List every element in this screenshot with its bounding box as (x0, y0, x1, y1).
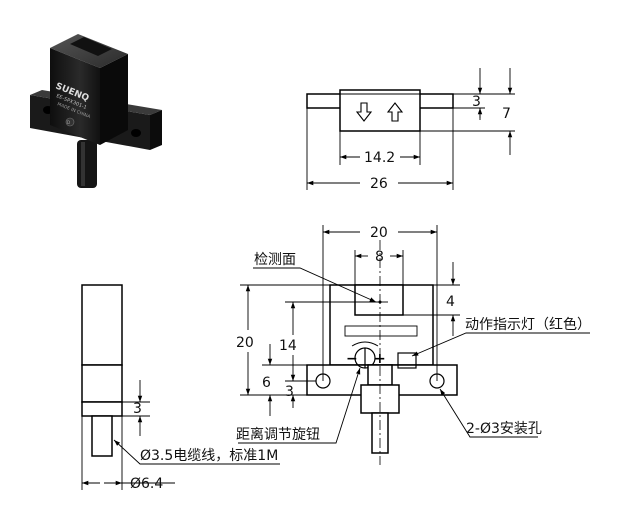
top-view-body (339, 89, 421, 132)
knob-minus: − (346, 351, 358, 367)
dim-side-3: 3 (133, 401, 142, 417)
top-view-flange-right (418, 93, 454, 109)
photo-cable (77, 140, 97, 188)
photo-body-front (50, 48, 100, 145)
knob-plus: + (374, 351, 386, 367)
side-view: 3 Ø3.5电缆线，标准1M Ø6.4 (81, 284, 280, 492)
dim-top-26: 26 (370, 176, 388, 192)
front-view-label-plate (344, 325, 418, 337)
side-view-cable (91, 415, 113, 457)
dim-front-8: 8 (375, 249, 384, 265)
photo-body-side (100, 54, 128, 145)
side-view-flange (81, 364, 123, 403)
dim-front-20-height: 20 (236, 335, 254, 351)
dim-top-7: 7 (502, 106, 511, 122)
photo-mount-hole-right (131, 129, 141, 137)
front-view-slot (354, 284, 404, 316)
label-detect-face: 检测面 (254, 252, 296, 268)
label-knob: 距离调节旋钮 (236, 426, 320, 443)
dim-top-14-2: 14.2 (364, 150, 395, 166)
indicator-led-icon (397, 352, 417, 369)
dim-front-14: 14 (279, 338, 297, 354)
arrow-up-icon (386, 102, 404, 122)
dim-front-4: 4 (446, 294, 455, 310)
dim-front-3: 3 (285, 384, 294, 400)
label-cable: Ø3.5电缆线，标准1M (140, 448, 278, 464)
label-diameter: Ø6.4 (130, 476, 163, 492)
side-view-gland (81, 401, 123, 417)
front-view: − + 20 8 4 20 (236, 225, 591, 465)
label-indicator: 动作指示灯（红色） (465, 316, 591, 333)
dim-top-3: 3 (472, 94, 481, 110)
dim-front-20-width: 20 (370, 225, 388, 241)
top-view-flange-left (306, 93, 342, 109)
side-view-body (81, 284, 123, 366)
product-photo: SUENQ EE-SPX301-1 MADE IN CHINA D (30, 34, 162, 188)
dim-front-6: 6 (262, 375, 271, 391)
photo-pin-mark: D (67, 120, 70, 125)
arrow-down-icon (355, 102, 373, 122)
top-view: 3 7 14.2 26 (306, 68, 515, 192)
label-holes: 2-Ø3安装孔 (466, 421, 542, 437)
photo-knob (65, 117, 75, 127)
